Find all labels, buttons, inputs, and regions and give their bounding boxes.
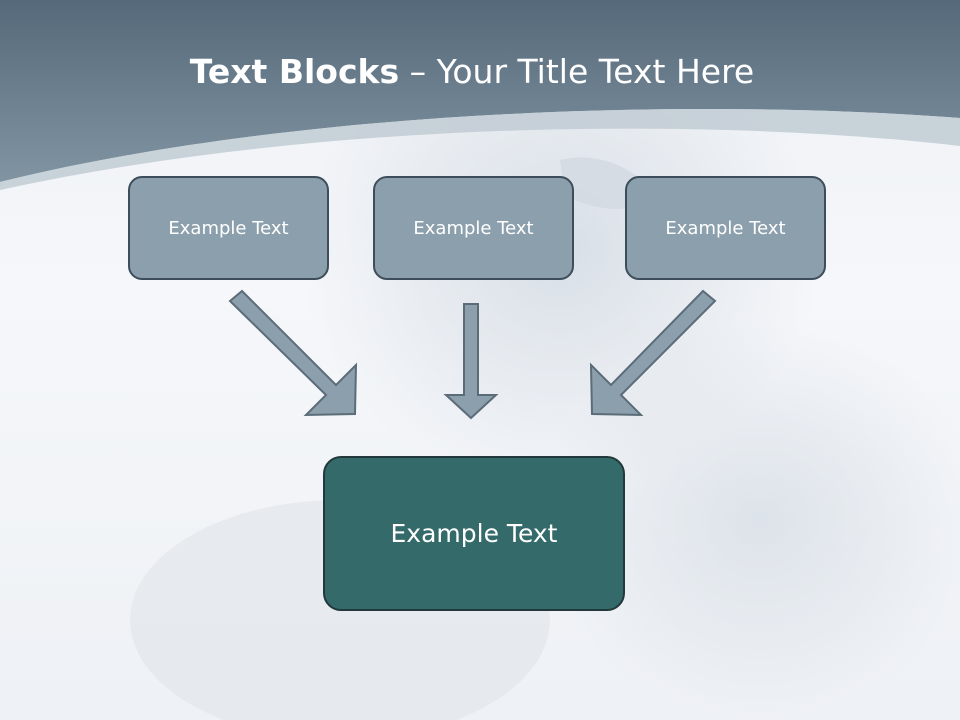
title-rest: – Your Title Text Here — [399, 52, 755, 91]
arrow-right — [589, 289, 717, 417]
arrow-center — [443, 303, 499, 420]
title-bold: Text Blocks — [189, 52, 400, 91]
text-block-2-label: Example Text — [413, 217, 534, 239]
text-block-1-label: Example Text — [168, 217, 289, 239]
text-block-3-label: Example Text — [665, 217, 786, 239]
neck-shading — [540, 320, 960, 720]
text-block-1: Example Text — [128, 176, 329, 280]
header-band — [0, 0, 960, 182]
slide-title: Text Blocks – Your Title Text Here — [0, 52, 944, 91]
header-swoosh — [0, 108, 960, 190]
main-text-block: Example Text — [323, 456, 625, 611]
main-text-block-label: Example Text — [390, 519, 558, 548]
text-block-3: Example Text — [625, 176, 826, 280]
text-block-2: Example Text — [373, 176, 574, 280]
arrow-left — [228, 289, 358, 417]
